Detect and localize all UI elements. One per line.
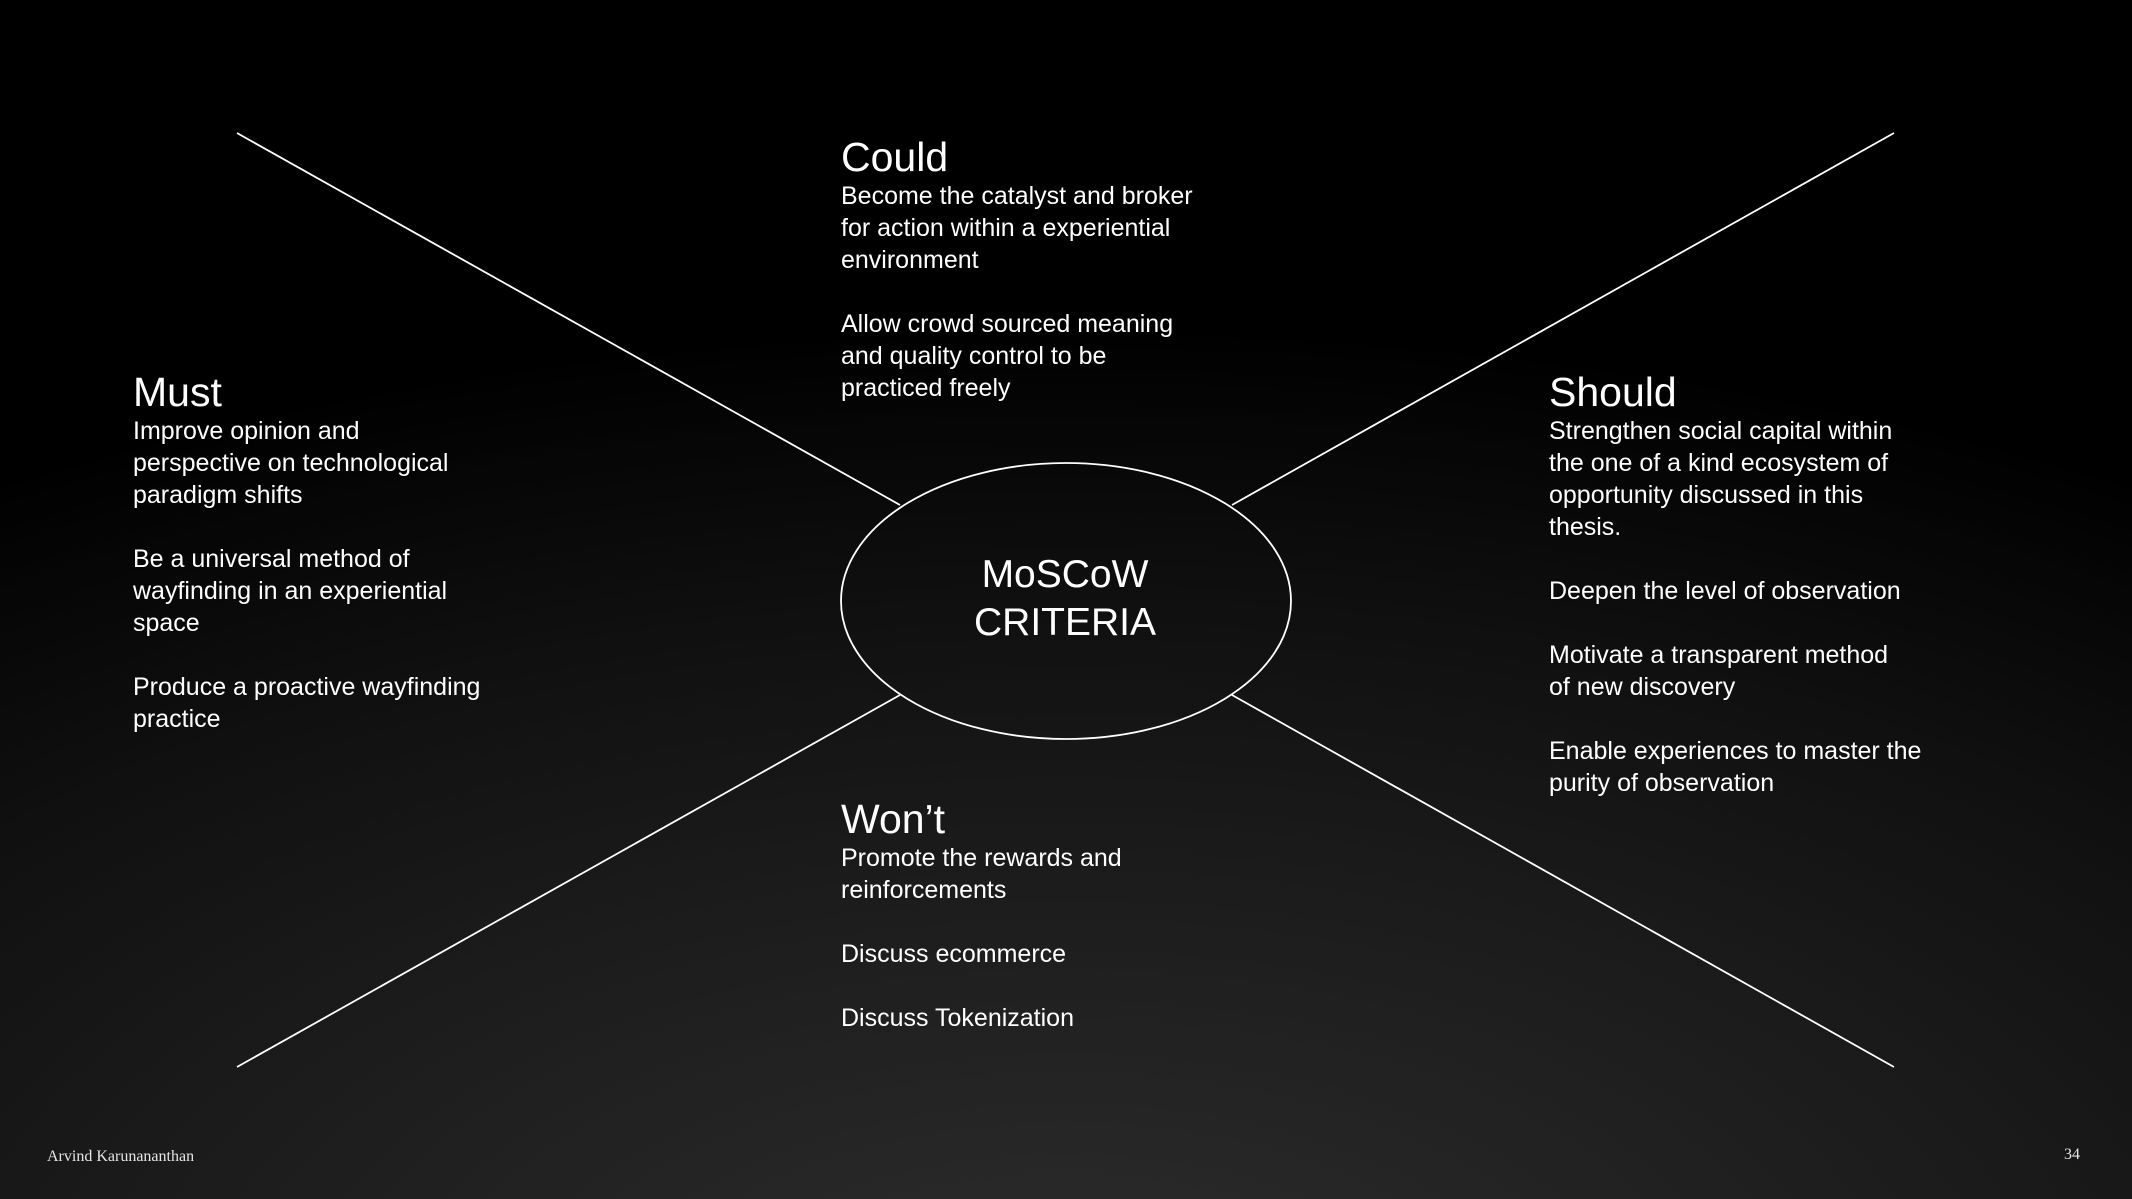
should-title: Should <box>1549 369 1677 415</box>
must-item: Be a universal method of wayfinding in a… <box>133 545 448 637</box>
center-label: MoSCoW CRITERIA <box>840 551 1290 647</box>
could-item: Become the catalyst and broker for actio… <box>841 182 1193 274</box>
connector-top-left <box>236 132 901 506</box>
center-label-line1: MoSCoW <box>981 553 1149 596</box>
should-item: Enable experiences to master the purity … <box>1549 737 1922 797</box>
wont-item: Discuss Tokenization <box>841 1004 1074 1032</box>
wont-item: Discuss ecommerce <box>841 940 1067 968</box>
should-block: Should Strengthen social capital within … <box>1549 369 1989 799</box>
could-block: Could Become the catalyst and broker for… <box>841 134 1261 404</box>
wont-title: Won’t <box>841 796 946 842</box>
connector-bottom-left <box>236 694 901 1068</box>
center-label-line2: CRITERIA <box>973 601 1156 644</box>
must-item: Improve opinion and perspective on techn… <box>133 417 449 509</box>
should-item: Deepen the level of observation <box>1549 577 1901 605</box>
must-item: Produce a proactive wayfinding practice <box>133 673 481 733</box>
connector-bottom-right <box>1231 694 1895 1068</box>
footer-author: Arvind Karunananthan <box>47 1148 195 1165</box>
should-item: Motivate a transparent method of new dis… <box>1549 641 1889 701</box>
could-title: Could <box>841 134 949 180</box>
must-title: Must <box>133 369 222 415</box>
center-ellipse <box>840 462 1292 740</box>
connector-top-right <box>1231 132 1895 506</box>
footer-page-number: 34 <box>2064 1146 2080 1163</box>
could-item: Allow crowd sourced meaning and quality … <box>841 310 1174 402</box>
should-item: Strengthen social capital within the one… <box>1549 417 1893 541</box>
wont-block: Won’t Promote the rewards and reinforcem… <box>841 796 1261 1034</box>
wont-item: Promote the rewards and reinforcements <box>841 844 1122 904</box>
must-block: Must Improve opinion and perspective on … <box>133 369 553 735</box>
